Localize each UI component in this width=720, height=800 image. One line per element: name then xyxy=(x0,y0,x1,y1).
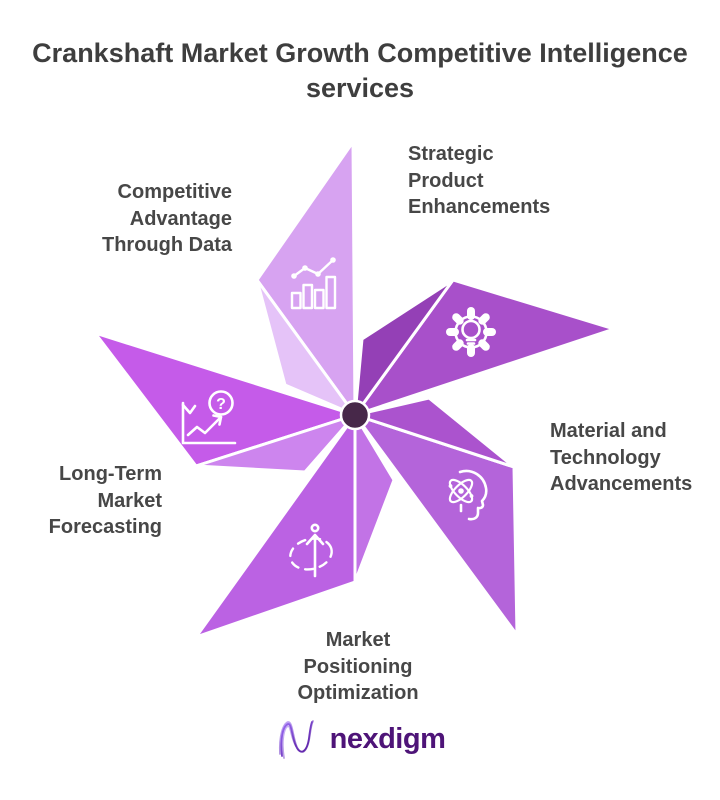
label-long-term-forecasting: Long-Term Market Forecasting xyxy=(48,463,162,539)
label-competitive-advantage: Competitive Advantage Through Data xyxy=(102,181,232,257)
atom-head-icon xyxy=(448,469,488,521)
bar-chart-trend-icon xyxy=(290,257,337,310)
blade-competitive-advantage-fold xyxy=(255,278,357,417)
chart-question-icon: ? xyxy=(181,390,237,445)
blade-material-technology-fold xyxy=(353,396,516,469)
nexdigm-logo-text: nexdigm xyxy=(329,722,446,755)
nexdigm-logo: nexdigm xyxy=(0,714,720,764)
label-material-technology: Material and Technology Advancements xyxy=(550,420,693,496)
gear-lightbulb-icon xyxy=(446,307,496,357)
blade-market-positioning-fold xyxy=(353,413,396,584)
label-market-positioning: Market Positioning Optimization xyxy=(297,629,419,705)
blade-strategic-product-fold xyxy=(353,278,455,417)
label-strategic-product: Strategic Product Enhancements xyxy=(408,143,551,219)
position-arrow-icon xyxy=(289,523,333,578)
blade-long-term-forecasting-fold xyxy=(194,413,357,474)
pinwheel-hub xyxy=(339,399,371,431)
nexdigm-logo-icon xyxy=(278,720,314,759)
page-title: Crankshaft Market Growth Competitive Int… xyxy=(32,38,688,104)
question-mark-glyph: ? xyxy=(216,396,226,413)
